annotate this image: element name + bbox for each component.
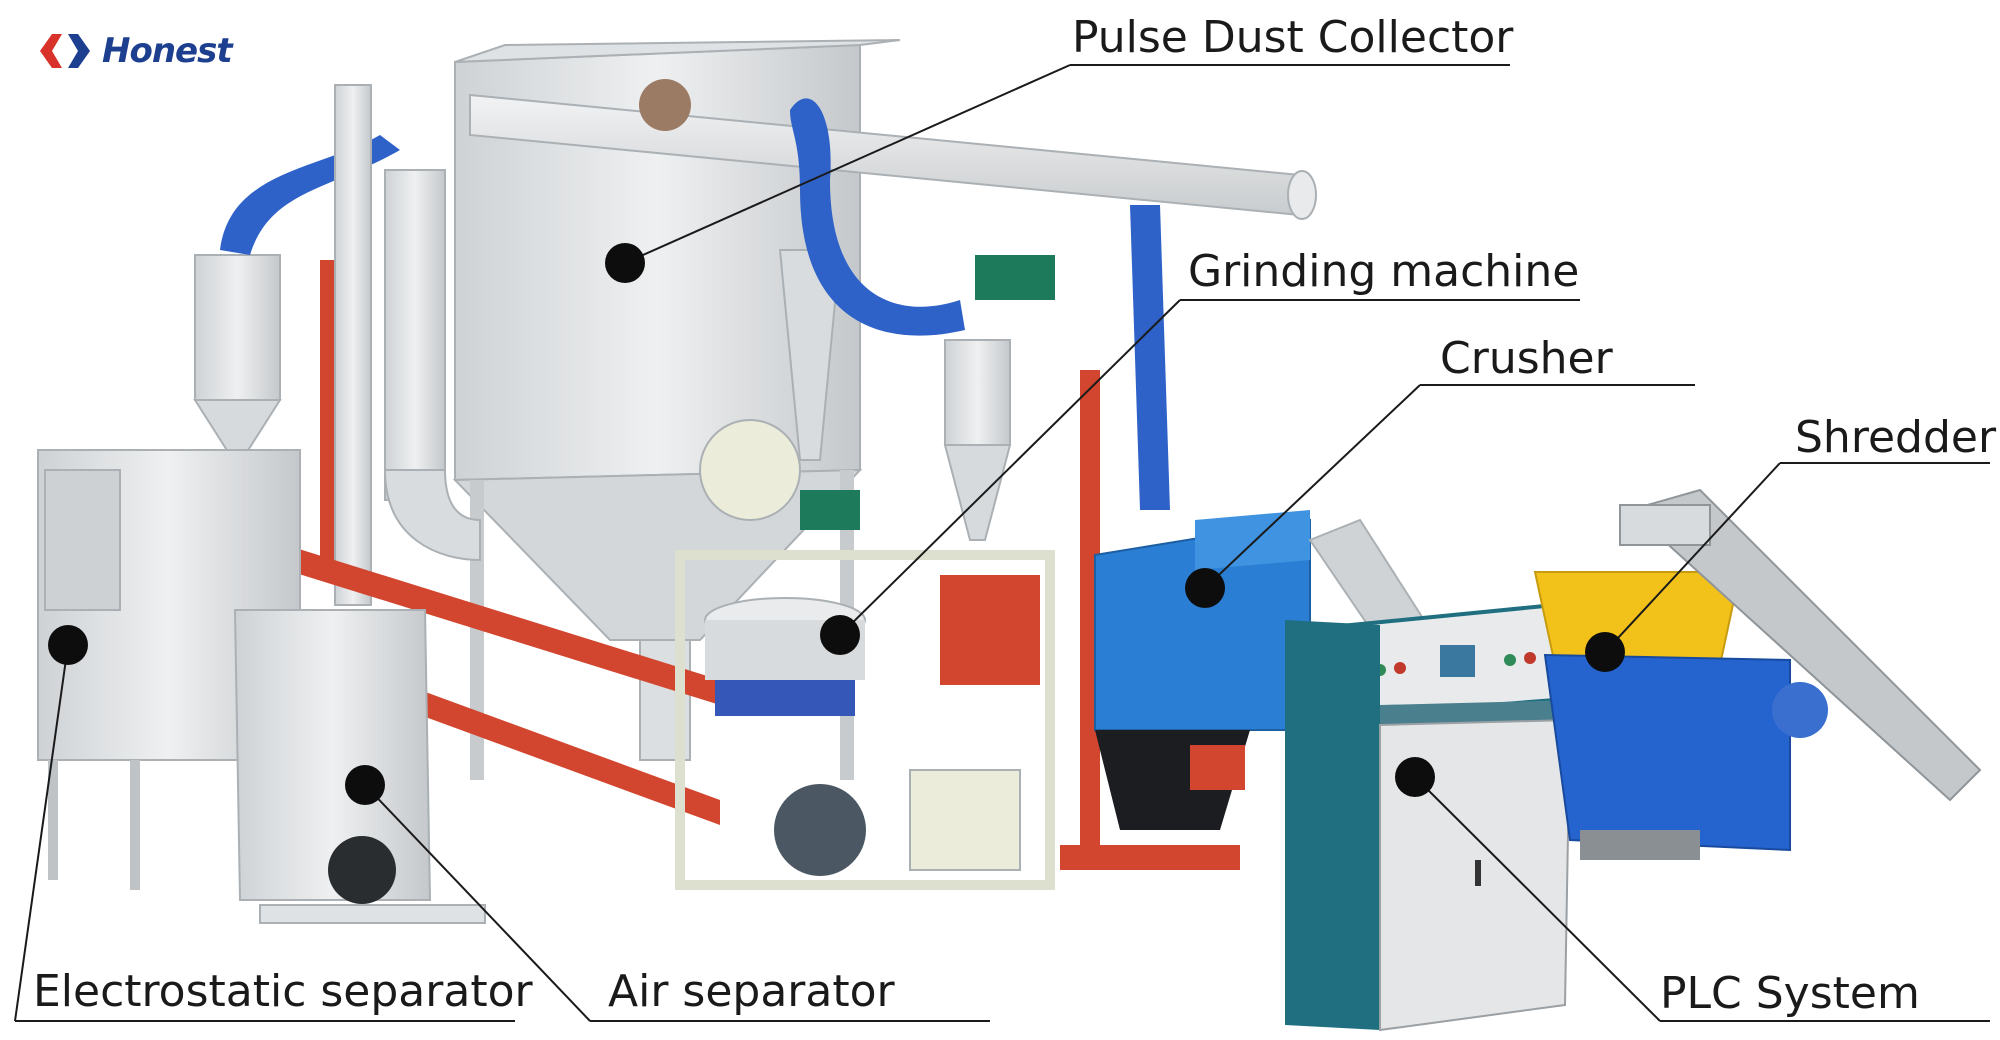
left-cyclone	[193, 135, 400, 456]
label-grinding-machine: Grinding machine	[1188, 246, 1580, 297]
shredder-conveyor	[1619, 488, 1982, 802]
shredder-dot	[1585, 632, 1625, 672]
top-exhaust-pipe	[469, 79, 1317, 220]
plc-system-dot	[1395, 757, 1435, 797]
shredder-leader	[1604, 462, 1781, 653]
air-separator-leader	[364, 784, 591, 1022]
grinding-machine-dot	[820, 615, 860, 655]
vertical-spiral-duct	[334, 84, 372, 606]
callout-lines	[14, 64, 1990, 1022]
label-plc-system: PLC System	[1660, 968, 1920, 1019]
callout-dots	[48, 243, 1625, 805]
plc-system-leader	[1414, 776, 1661, 1022]
grinding-machine	[675, 249, 1055, 890]
grey-vertical-pipe	[383, 169, 481, 562]
air-separator-dot	[345, 765, 385, 805]
honest-logo-icon	[40, 34, 90, 68]
label-shredder: Shredder	[1795, 412, 1997, 463]
crusher	[1094, 510, 1311, 830]
brand-logo: Honest	[38, 30, 233, 72]
crusher-leader	[1204, 384, 1421, 589]
electrostatic-separator-leader	[14, 644, 69, 1022]
pulse-dust-collector-dot	[605, 243, 645, 283]
label-electrostatic-separator: Electrostatic separator	[33, 966, 533, 1017]
brand-name: Honest	[102, 31, 233, 71]
shredder	[1533, 571, 1828, 860]
label-pulse-dust-collector: Pulse Dust Collector	[1072, 12, 1514, 63]
label-air-separator: Air separator	[608, 966, 895, 1017]
middle-cyclone	[790, 98, 1055, 541]
red-conveying-pipes	[270, 260, 1240, 870]
grinding-machine-leader	[839, 299, 1181, 636]
crusher-hose	[1130, 205, 1170, 510]
pulse-dust-collector-leader	[624, 64, 1071, 264]
electrostatic-separator-dot	[48, 625, 88, 665]
plc-control-cabinet	[1285, 602, 1580, 1032]
air-separator	[233, 609, 486, 924]
electrostatic-separator	[37, 449, 301, 900]
crusher-dot	[1185, 568, 1225, 608]
label-crusher: Crusher	[1440, 333, 1613, 384]
